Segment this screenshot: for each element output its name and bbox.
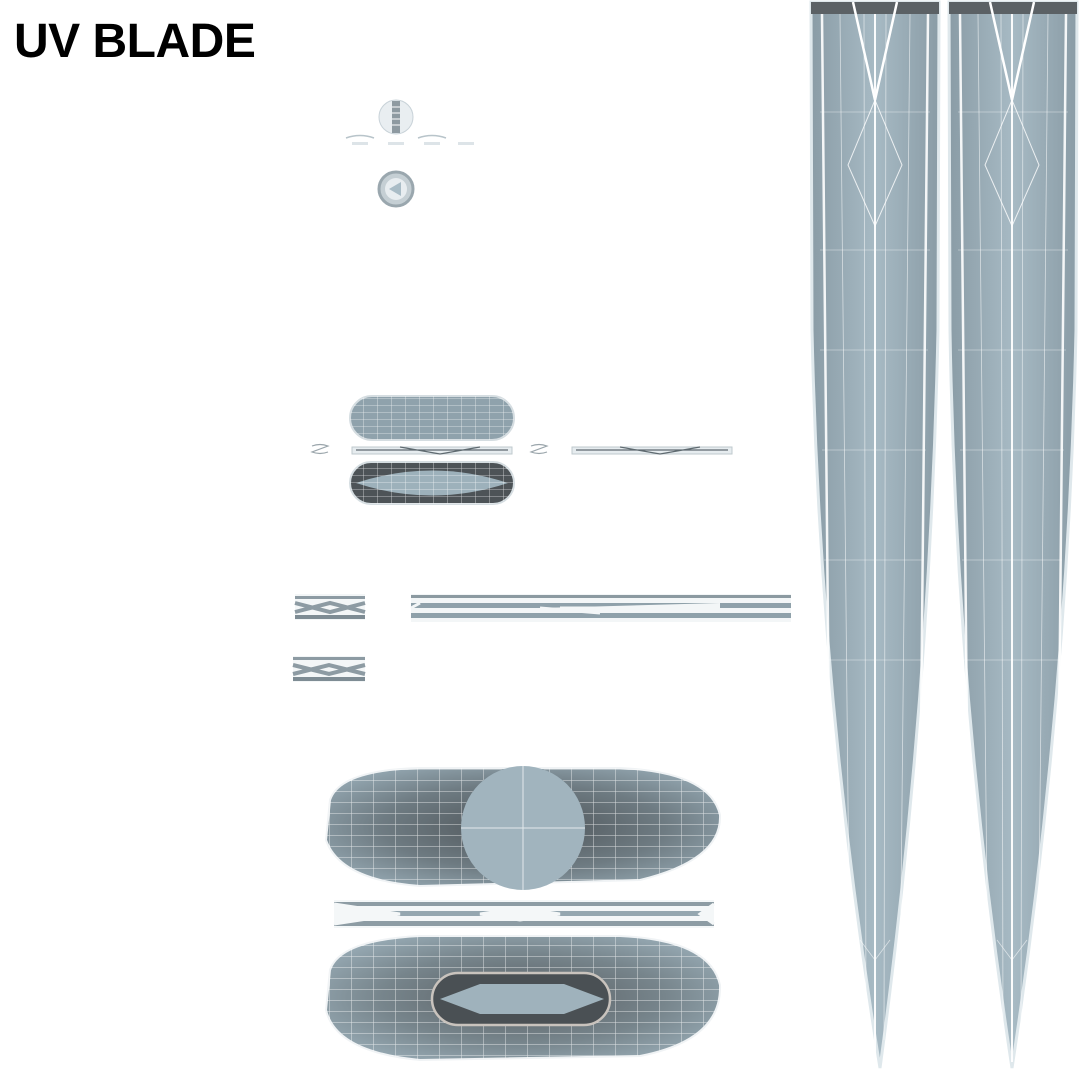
crossguard-top <box>324 766 722 890</box>
blade-side-b <box>947 0 1079 1069</box>
crossguard-bottom <box>324 935 722 1062</box>
pommel-small-strips <box>345 134 474 145</box>
grip-strip-short-1 <box>294 594 366 620</box>
pommel-small-disc <box>378 99 414 135</box>
crossguard-edge-strip <box>333 900 715 928</box>
guard-ring-strips <box>310 443 733 455</box>
page-title: UV BLADE <box>14 15 256 68</box>
guard-ring-top <box>349 395 515 441</box>
grip-strip-long <box>410 594 791 622</box>
blade-side-a <box>809 0 941 1069</box>
guard-ring-bottom <box>349 461 515 505</box>
grip-strip-short-2 <box>292 656 366 682</box>
pommel-small-ring <box>377 170 415 208</box>
